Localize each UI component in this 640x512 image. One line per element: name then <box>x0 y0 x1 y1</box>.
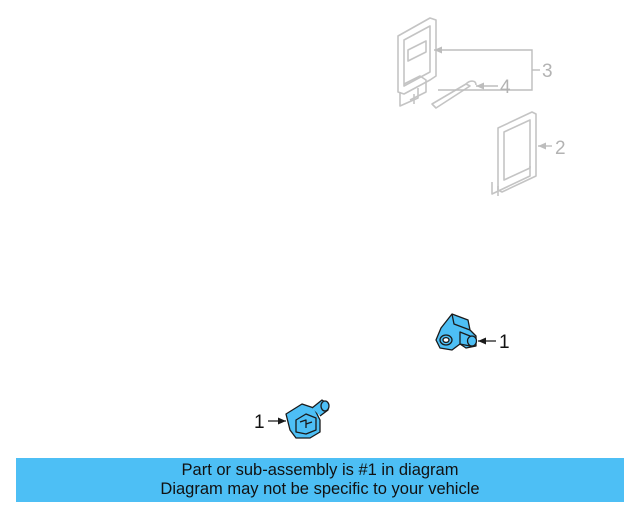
callout-1-lower: 1 <box>254 412 265 433</box>
callout-lines-3-4 <box>434 49 540 91</box>
arrow-head-1-upper <box>478 337 486 345</box>
part-1-sensor-upper-drawing <box>435 313 478 351</box>
arrow-head-2 <box>538 142 546 150</box>
part-2-bracket-drawing <box>491 111 537 196</box>
part-4-pin-drawing <box>431 80 477 109</box>
arrow-head-4 <box>476 82 484 90</box>
banner-line-disclaimer: Diagram may not be specific to your vehi… <box>160 480 480 498</box>
arrow-head-1-lower <box>278 417 286 425</box>
banner-line-part-number: Part or sub-assembly is #1 in diagram <box>181 461 459 479</box>
callout-4: 4 <box>500 77 511 98</box>
info-banner: Part or sub-assembly is #1 in diagram Di… <box>16 458 624 502</box>
part-1-sensor-lower-drawing <box>285 399 330 439</box>
arrow-head-3-top <box>434 46 442 54</box>
callout-3: 3 <box>542 61 553 82</box>
callout-2: 2 <box>555 138 566 159</box>
callout-1-upper: 1 <box>499 332 510 353</box>
part-3-bracket-drawing <box>397 17 437 107</box>
